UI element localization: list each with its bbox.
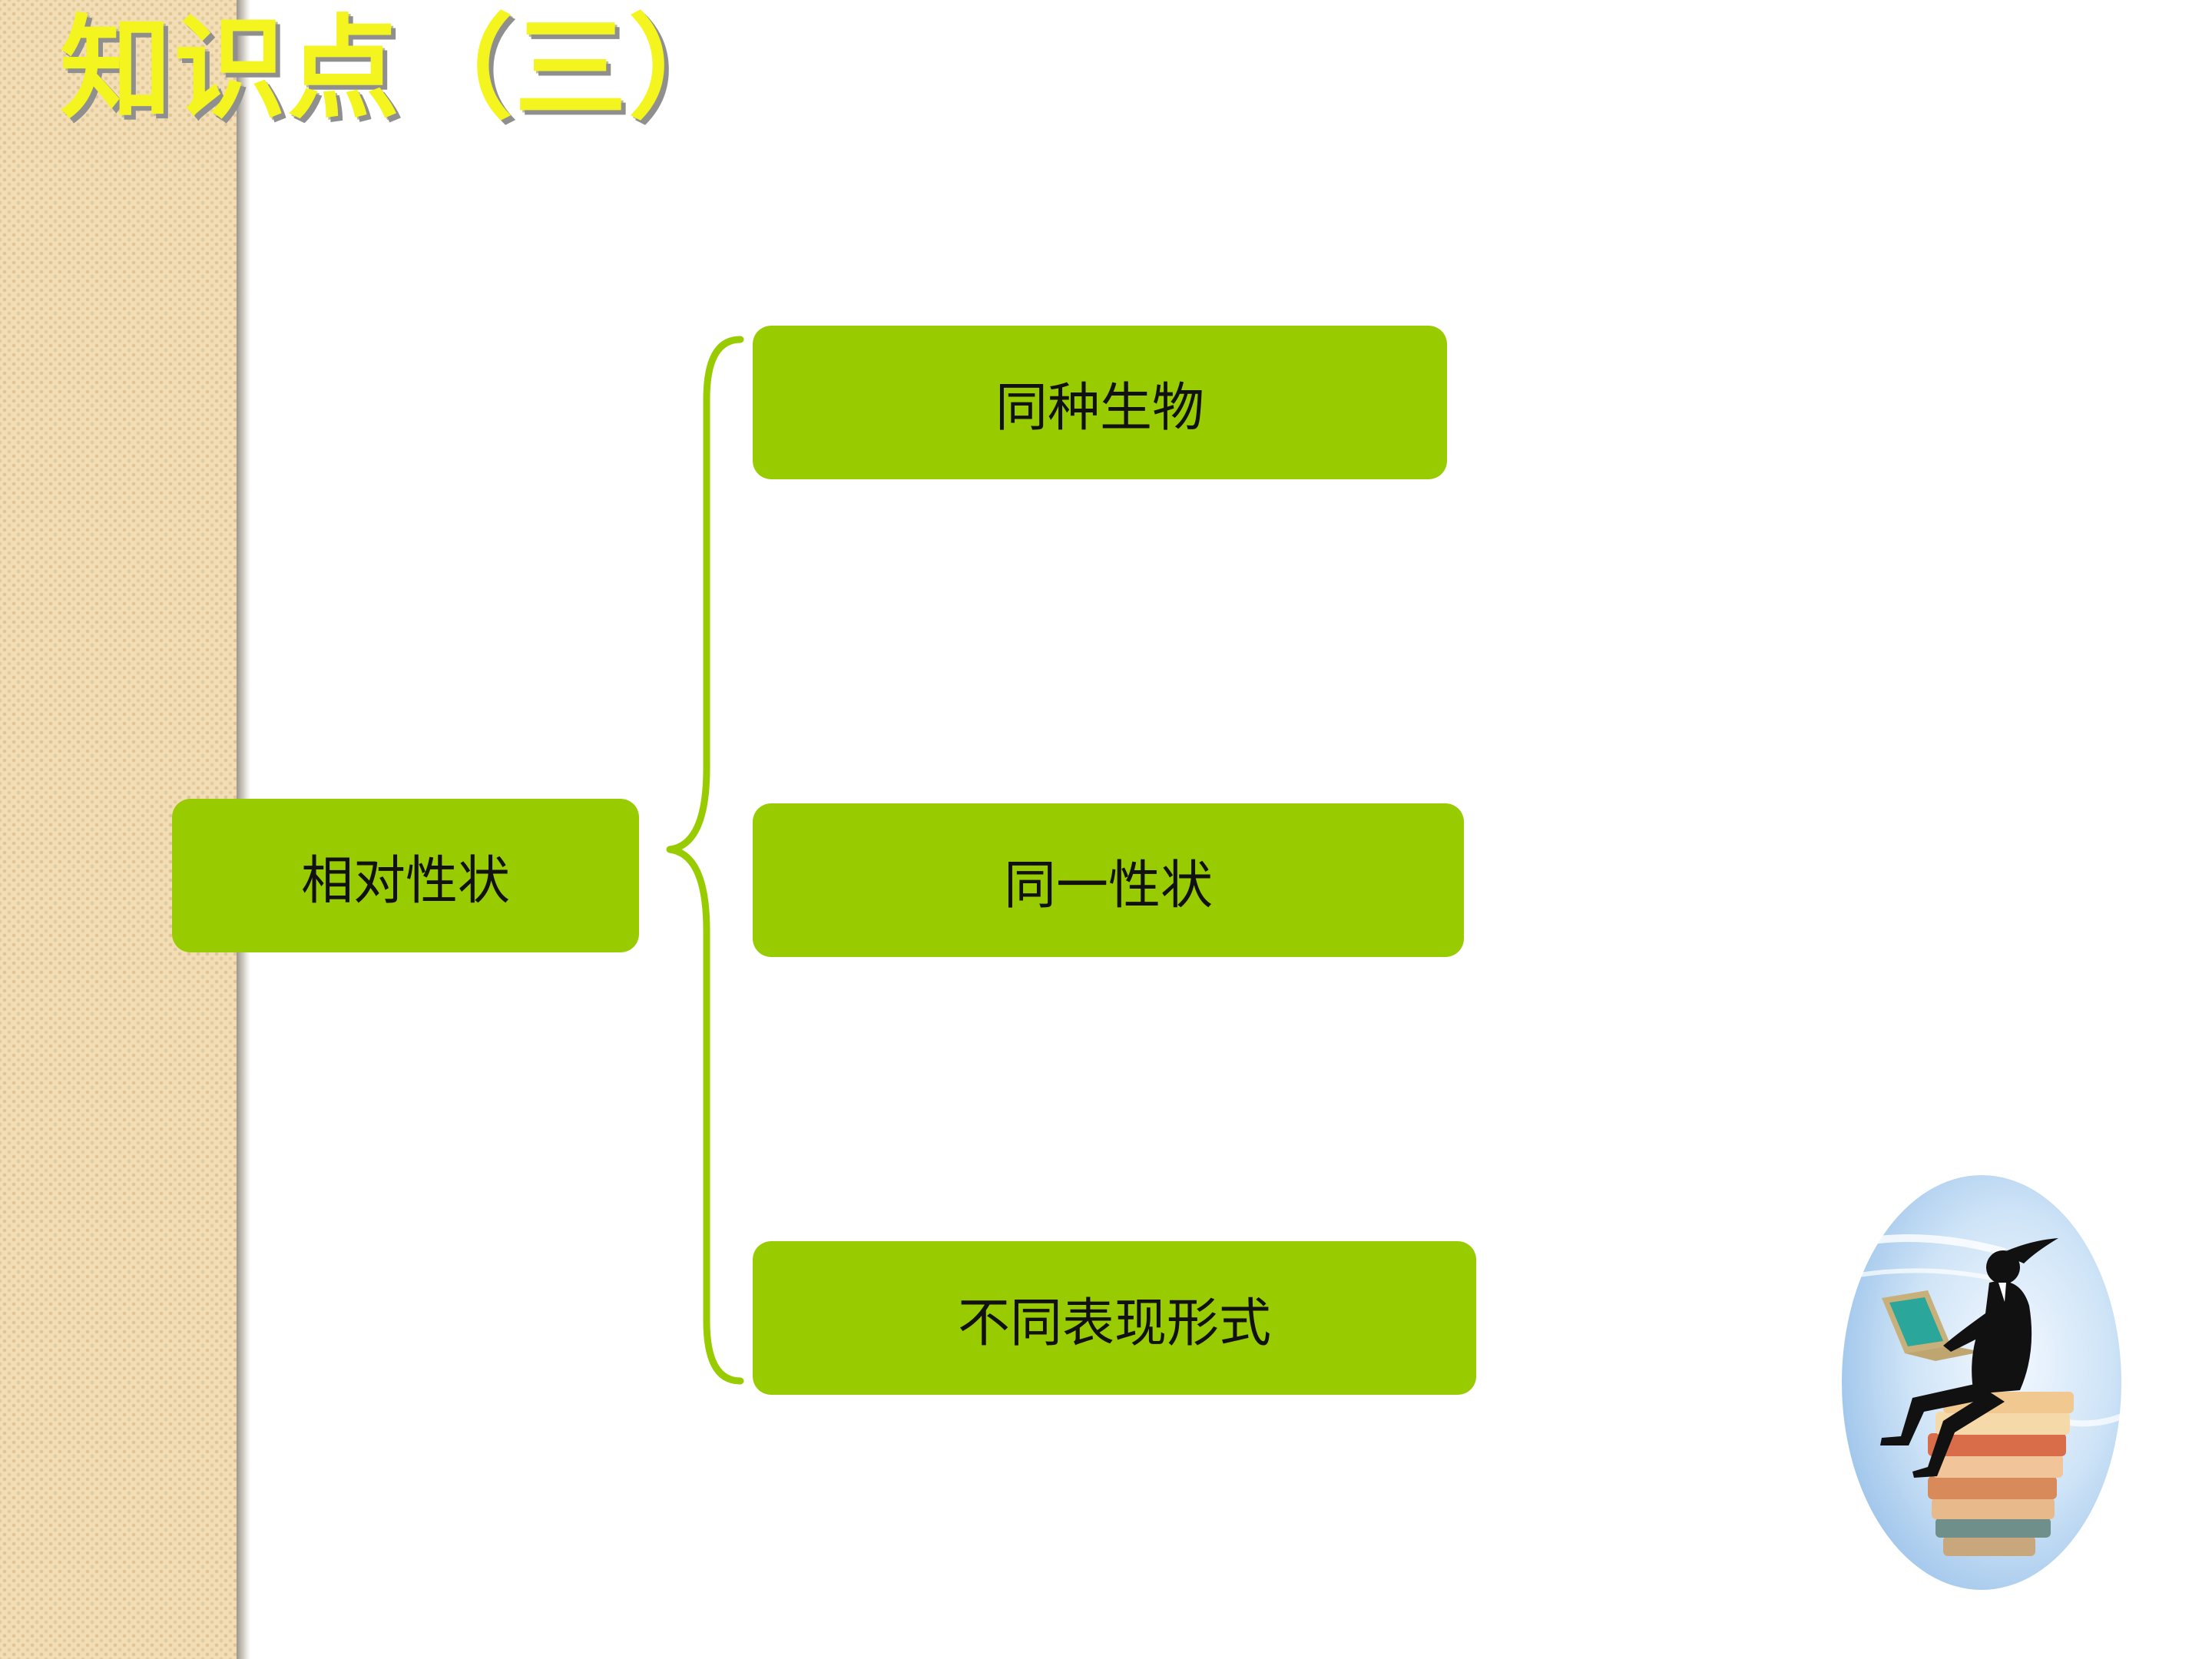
slide-title: 知识点（三） (60, 3, 742, 134)
root-node-label: 相对性状 (300, 850, 510, 912)
branch-node-label: 同一性状 (1003, 855, 1213, 916)
root-node: 相对性状 (172, 799, 639, 952)
branch-node-same-trait: 同一性状 (753, 803, 1464, 957)
woman-with-laptop-on-books-icon (1842, 1175, 2131, 1590)
branch-node-different-forms: 不同表现形式 (753, 1241, 1476, 1395)
branch-node-same-species: 同种生物 (753, 326, 1447, 479)
curly-brace-connector (666, 336, 744, 1385)
branch-node-label: 不同表现形式 (957, 1293, 1271, 1354)
branch-node-label: 同种生物 (995, 377, 1204, 439)
